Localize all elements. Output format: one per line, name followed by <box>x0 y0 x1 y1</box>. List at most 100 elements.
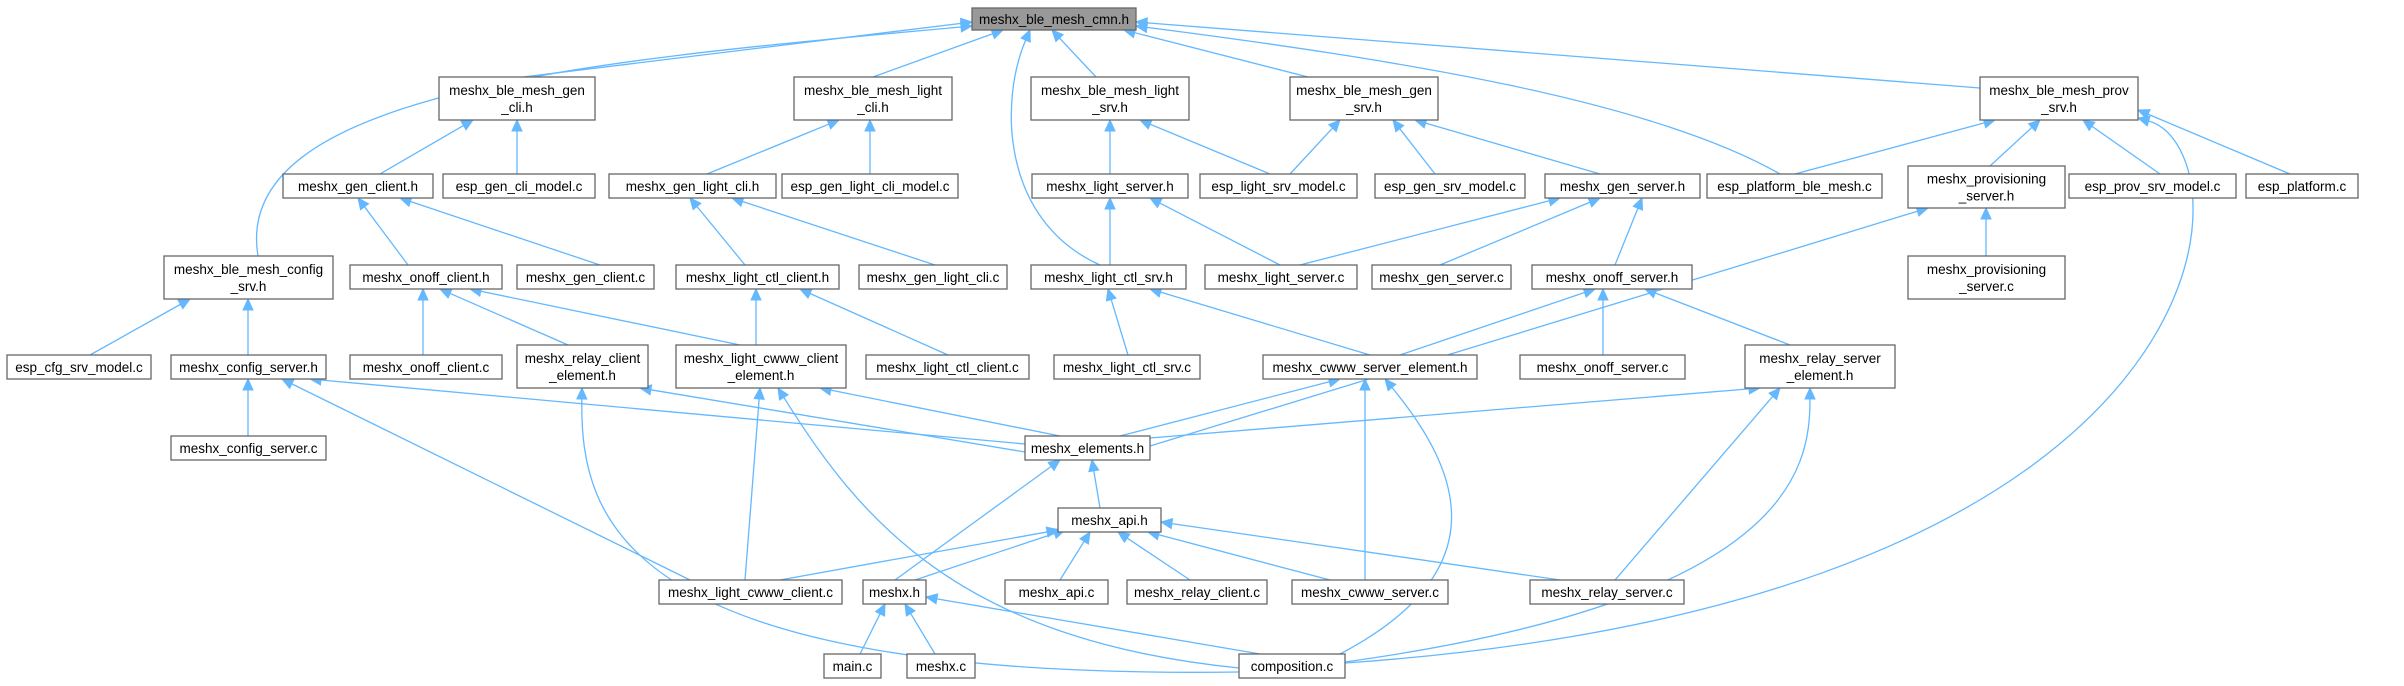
node-light-server-h[interactable]: meshx_light_server.h <box>1031 173 1189 199</box>
node-esp-platform[interactable]: esp_platform.c <box>2245 173 2359 199</box>
edge-config_h-to-cmn <box>255 21 974 257</box>
node-cmn[interactable]: meshx_ble_mesh_cmn.h <box>971 7 1137 31</box>
node-label: meshx_ble_mesh_light <box>1041 83 1179 98</box>
node-esp-prov-srv-model[interactable]: esp_prov_srv_model.c <box>2068 173 2237 199</box>
node-esp-gen-srv-model[interactable]: esp_gen_srv_model.c <box>1374 173 1526 199</box>
node-gencli-h[interactable]: meshx_ble_mesh_gen_cli.h <box>438 76 596 121</box>
node-config-h[interactable]: meshx_ble_mesh_config_srv.h <box>163 255 334 300</box>
node-cwww-server-c[interactable]: meshx_cwww_server.c <box>1291 579 1449 605</box>
arrowhead <box>357 197 370 211</box>
node-box <box>1053 354 1201 380</box>
arrowhead <box>1384 378 1397 392</box>
edge-esp_platform-to-prov_h <box>2136 109 2291 175</box>
arrowhead <box>904 602 916 617</box>
edge-composition_c-to-cwww_server_element_h <box>1339 378 1453 655</box>
edge-lightsrv_h-to-cmn <box>1051 29 1097 78</box>
node-onoff-client-c[interactable]: meshx_onoff_client.c <box>349 354 503 380</box>
edge-light_ctl_srv_c-to-light_ctl_srv_h <box>1105 287 1129 356</box>
node-esp-gen-light-cli-model[interactable]: esp_gen_light_cli_model.c <box>781 173 959 199</box>
node-light-cwww-client-c[interactable]: meshx_light_cwww_client.c <box>658 579 843 605</box>
node-label: meshx_gen_server.c <box>1379 270 1504 285</box>
arrowhead <box>1643 287 1658 299</box>
arrowhead <box>242 377 254 391</box>
node-box <box>170 354 327 380</box>
node-esp-gen-cli-model[interactable]: esp_gen_cli_model.c <box>442 173 596 199</box>
arrowhead <box>2082 119 2096 132</box>
edge-gen_light_cli_h-to-lightcli_h <box>706 119 841 175</box>
node-gen-light-cli-h[interactable]: meshx_gen_light_cli.h <box>608 173 777 199</box>
arrowhead <box>1104 196 1116 210</box>
node-config-server-c[interactable]: meshx_config_server.c <box>170 435 327 461</box>
node-box <box>1907 255 2066 300</box>
node-api-h[interactable]: meshx_api.h <box>1057 507 1162 533</box>
node-provisioning-server-h[interactable]: meshx_provisioning_server.h <box>1907 165 2066 209</box>
node-esp-platform-ble-mesh[interactable]: esp_platform_ble_mesh.c <box>1706 173 1883 199</box>
node-label: meshx_ble_mesh_light <box>804 83 942 98</box>
node-esp-cfg-srv-model[interactable]: esp_cfg_srv_model.c <box>6 354 152 380</box>
node-label: esp_gen_light_cli_model.c <box>790 179 949 194</box>
node-gen-client-c[interactable]: meshx_gen_client.c <box>516 264 655 290</box>
arrowhead <box>1105 287 1117 302</box>
node-light-cwww-client-element-h[interactable]: meshx_light_cwww_client_element.h <box>675 344 847 389</box>
node-meshx-h[interactable]: meshx.h <box>862 579 927 605</box>
node-gen-client-h[interactable]: meshx_gen_client.h <box>282 173 434 199</box>
node-gen-light-cli-c[interactable]: meshx_gen_light_cli.c <box>858 264 1008 290</box>
arrowhead <box>1359 377 1371 391</box>
node-light-ctl-client-h[interactable]: meshx_light_ctl_client.h <box>675 264 840 290</box>
node-light-ctl-srv-c[interactable]: meshx_light_ctl_srv.c <box>1053 354 1201 380</box>
node-relay-server-c[interactable]: meshx_relay_server.c <box>1529 579 1685 605</box>
node-gen-server-h[interactable]: meshx_gen_server.h <box>1544 173 1701 199</box>
node-label: meshx_onoff_client.h <box>362 270 489 285</box>
node-label: esp_gen_cli_model.c <box>456 179 583 194</box>
arrowhead <box>242 297 254 311</box>
node-label: _srv.h <box>1345 100 1382 115</box>
node-gen-server-c[interactable]: meshx_gen_server.c <box>1371 264 1512 290</box>
node-onoff-client-h[interactable]: meshx_onoff_client.h <box>349 264 503 290</box>
node-meshx-c[interactable]: meshx.c <box>906 653 976 679</box>
node-main-c[interactable]: main.c <box>823 653 882 679</box>
node-box <box>282 173 434 199</box>
edge-elements_h-to-relay_server_element_h <box>1149 383 1762 439</box>
node-prov-h[interactable]: meshx_ble_mesh_prov_srv.h <box>1979 76 2139 121</box>
node-label: meshx_light_server.h <box>1046 179 1174 194</box>
edge-esp_prov_srv_model-to-prov_h <box>2082 119 2161 175</box>
node-box <box>2068 173 2237 199</box>
node-relay-client-element-h[interactable]: meshx_relay_client_element.h <box>516 344 649 389</box>
arrowhead <box>1148 197 1163 209</box>
node-gensrv-h[interactable]: meshx_ble_mesh_gen_srv.h <box>1289 76 1439 121</box>
node-config-server-h[interactable]: meshx_config_server.h <box>170 354 327 380</box>
node-label: _cli.h <box>856 100 889 115</box>
node-onoff-server-c[interactable]: meshx_onoff_server.c <box>1519 354 1686 380</box>
edge-relay_server_c-to-api_h <box>1159 517 1561 581</box>
edge-elements_h-to-provisioning_server_h <box>1149 205 1930 447</box>
node-lightcli-h[interactable]: meshx_ble_mesh_light _cli.h <box>793 76 953 121</box>
node-box <box>516 344 649 389</box>
node-light-ctl-srv-h[interactable]: meshx_light_ctl_srv.h <box>1030 264 1187 290</box>
arrowhead <box>438 288 453 299</box>
node-esp-light-srv-model[interactable]: esp_light_srv_model.c <box>1199 173 1358 199</box>
node-relay-server-element-h[interactable]: meshx_relay_server_element.h <box>1744 344 1896 389</box>
edge-main_c-to-meshx_h <box>859 602 886 655</box>
node-provisioning-server-c[interactable]: meshx_provisioning_server.c <box>1907 255 2066 300</box>
node-relay-client-c[interactable]: meshx_relay_client.c <box>1126 579 1268 605</box>
node-api-c[interactable]: meshx_api.c <box>1004 579 1109 605</box>
node-composition-c[interactable]: composition.c <box>1238 653 1346 679</box>
node-lightsrv-h[interactable]: meshx_ble_mesh_light_srv.h <box>1030 76 1190 121</box>
node-light-ctl-client-c[interactable]: meshx_light_ctl_client.c <box>865 354 1030 380</box>
node-label: meshx_onoff_client.c <box>363 360 490 375</box>
node-elements-h[interactable]: meshx_elements.h <box>1024 435 1151 461</box>
arrowhead <box>798 288 813 299</box>
node-onoff-server-h[interactable]: meshx_onoff_server.h <box>1531 264 1693 290</box>
arrowhead <box>1804 386 1816 400</box>
node-box <box>163 255 334 300</box>
node-label: esp_prov_srv_model.c <box>2085 179 2221 194</box>
edge-onoff_server_c-to-onoff_server_h <box>1597 287 1609 355</box>
node-light-server-c[interactable]: meshx_light_server.c <box>1204 264 1358 290</box>
node-cwww-server-element-h[interactable]: meshx_cwww_server_element.h <box>1262 354 1478 380</box>
node-label: main.c <box>833 659 873 674</box>
node-box <box>1529 579 1685 605</box>
node-box <box>1907 165 2066 209</box>
arrowhead <box>2136 115 2151 127</box>
edge-relay_client_element_h-to-onoff_client_h <box>438 288 569 346</box>
node-box <box>1531 264 1693 290</box>
